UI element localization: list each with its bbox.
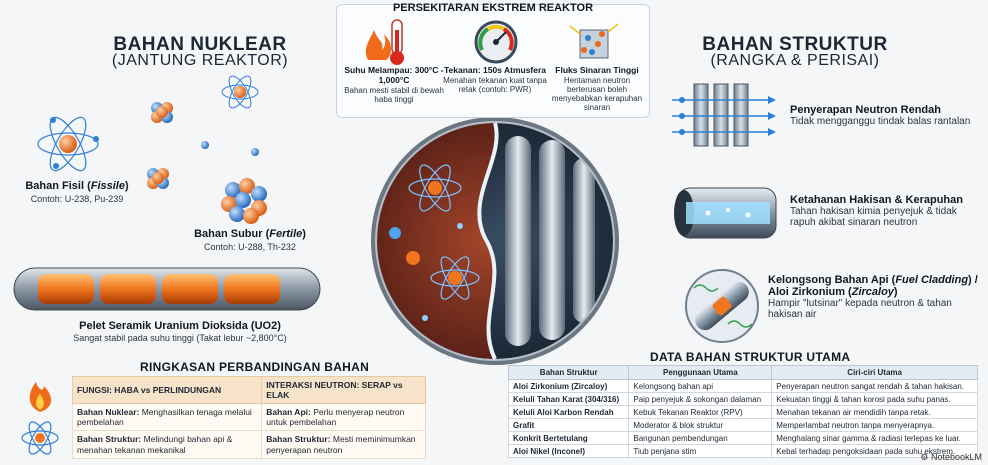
- comparison-header: INTERAKSI NEUTRON: SERAP vs ELAK: [261, 376, 426, 404]
- fissile-label: Bahan Fisil (Fissile): [25, 180, 129, 192]
- right-subtitle: (RANGKA & PERISAI): [710, 52, 880, 69]
- left-title: BAHAN NUKLEAR: [113, 34, 287, 55]
- thermometer-icon: [365, 19, 404, 65]
- fissile-example: Contoh: U-238, Pu-239: [30, 194, 124, 204]
- atom-icon: [21, 421, 59, 455]
- reactor-core-illustration: [371, 118, 619, 365]
- neutron-dot-icon: [251, 148, 259, 156]
- comparison-table: FUNGSI: HABA vs PERLINDUNGAN INTERAKSI N…: [71, 376, 426, 459]
- feature-low-absorption: Penyerapan Neutron Rendah Tidak menggang…: [790, 104, 971, 127]
- feature-corrosion-resistance: Ketahanan Hakisan & Kerapuhan Tahan haki…: [790, 194, 963, 228]
- plates-neutron-icon: [672, 83, 776, 147]
- core-atom-icon: [430, 256, 480, 300]
- pellet-label: Pelet Seramik Uranium Dioksida (UO2): [79, 320, 281, 332]
- small-atom-icon: [221, 75, 259, 109]
- structure-illustrations: [672, 83, 777, 343]
- structure-table: Bahan Struktur Penggunaan Utama Ciri-cir…: [507, 365, 978, 458]
- watermark: ⚙ NotebookLM: [920, 452, 982, 462]
- flame-icon: [29, 382, 52, 412]
- left-subtitle: (JANTUNG REAKTOR): [111, 52, 289, 69]
- fertile-example: Contoh: U-288, Th-232: [204, 242, 296, 252]
- table-cell: Bahan Api: Perlu menyerap neutron untuk …: [261, 402, 426, 432]
- table-row: Aloi Zirkonium (Zircaloy)Kelongsong baha…: [507, 379, 978, 393]
- radiation-flux-icon: [569, 23, 619, 59]
- comparison-header: FUNGSI: HABA vs PERLINDUNGAN: [71, 376, 263, 404]
- pressure-gauge-icon: [474, 20, 518, 64]
- env-icons: [365, 19, 619, 65]
- structure-header: Ciri-ciri Utama: [771, 365, 978, 380]
- fertile-label: Bahan Subur (Fertile): [194, 228, 306, 240]
- comparison-icons: [21, 382, 59, 455]
- fuel-rod-illustration: [13, 267, 321, 311]
- core-atom-icon: [408, 164, 462, 212]
- table-row: Keluli Tahan Karat (304/316)Paip penyeju…: [507, 392, 978, 406]
- table-row: Bahan Nuklear: Menghasilkan tenaga melal…: [71, 402, 426, 432]
- feature-fuel-cladding: Kelongsong Bahan Api (Fuel Cladding) / A…: [768, 274, 978, 320]
- env-title: PERSEKITARAN EKSTREM REAKTOR: [392, 2, 594, 14]
- table-cell: Bahan Struktur: Mesti meminimumkan penye…: [261, 430, 426, 459]
- atom-illustrations: [37, 75, 267, 224]
- structure-header: Penggunaan Utama: [628, 365, 773, 380]
- coolant-pipe-icon: [674, 187, 777, 239]
- structure-header: Bahan Struktur: [507, 365, 630, 380]
- fissile-atom-icon: [37, 116, 99, 172]
- table-row: Bahan Struktur: Melindungi bahan api & m…: [71, 430, 426, 459]
- fertile-nucleus-icon: [221, 178, 267, 224]
- nucleus-cluster-icon: [147, 168, 169, 189]
- fuel-cladding-icon: [685, 269, 759, 343]
- comparison-title: RINGKASAN PERBANDINGAN BAHAN: [140, 360, 370, 374]
- pellet-desc: Sangat stabil pada suhu tinggi (Takat le…: [73, 333, 287, 343]
- right-title: BAHAN STRUKTUR: [702, 34, 888, 55]
- structure-table-title: DATA BAHAN STRUKTUR UTAMA: [650, 350, 851, 364]
- table-cell: Bahan Nuklear: Menghasilkan tenaga melal…: [71, 402, 263, 432]
- nucleus-cluster-icon: [151, 102, 173, 123]
- table-cell: Bahan Struktur: Melindungi bahan api & m…: [71, 430, 263, 459]
- neutron-dot-icon: [201, 141, 209, 149]
